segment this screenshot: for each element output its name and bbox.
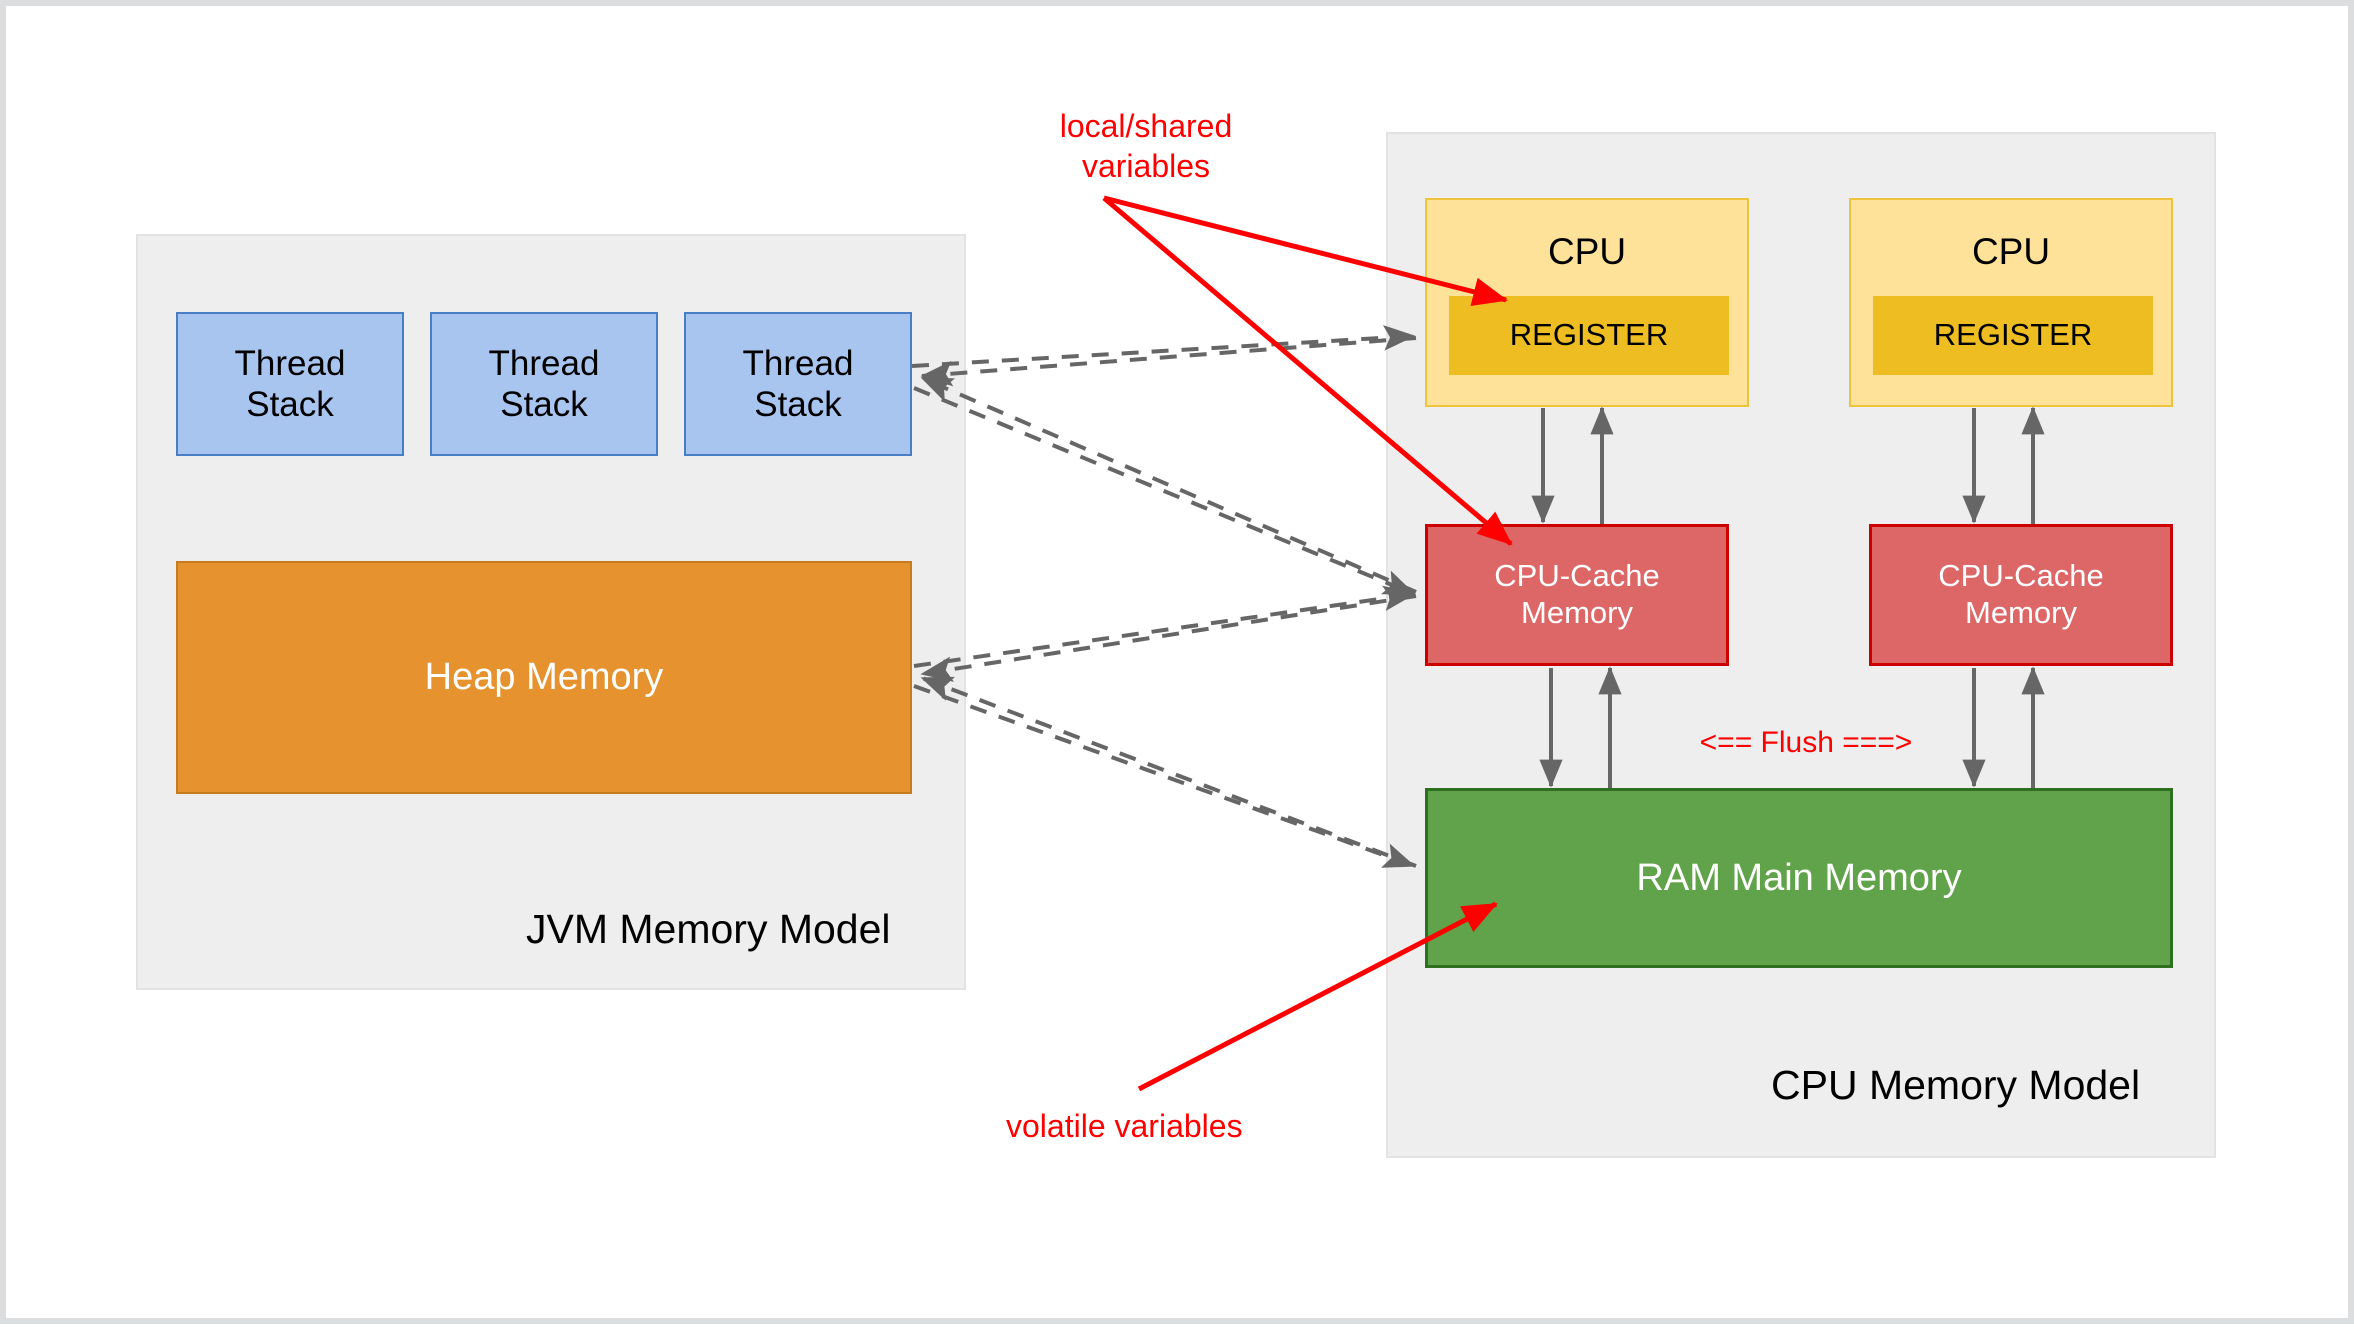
register-label-2: REGISTER — [1933, 317, 2093, 353]
cpu-box-1: CPU REGISTER — [1425, 198, 1749, 407]
register-box-1: REGISTER — [1449, 296, 1729, 375]
thread-stack-box-3: Thread Stack — [684, 312, 912, 456]
cpu-label-2: CPU — [1971, 231, 2051, 272]
ram-main-memory-box: RAM Main Memory — [1425, 788, 2173, 968]
jvm-panel-title: JVM Memory Model — [526, 906, 891, 952]
dashed-connector-heap-ram — [913, 676, 1417, 868]
volatile-variables-label: volatile variables — [1006, 1108, 1243, 1144]
thread-stack-box-1: Thread Stack — [176, 312, 404, 456]
local-shared-variables-label: local/shared variables — [1059, 108, 1233, 184]
cpu-panel-title: CPU Memory Model — [1771, 1062, 2141, 1108]
cpu-cache-memory-box-1: CPU-Cache Memory — [1425, 524, 1729, 666]
register-box-2: REGISTER — [1873, 296, 2153, 375]
cpu-cache-memory-box-2: CPU-Cache Memory — [1869, 524, 2173, 666]
dashed-connector-threadstack-register — [911, 325, 1417, 387]
ram-main-memory-label: RAM Main Memory — [1636, 856, 1962, 899]
thread-stack-label-3: Thread Stack — [742, 343, 854, 424]
cpu-cache-label-1: CPU-Cache Memory — [1494, 558, 1660, 630]
thread-stack-box-2: Thread Stack — [430, 312, 658, 456]
cpu-label-1: CPU — [1547, 231, 1627, 272]
thread-stack-label-1: Thread Stack — [234, 343, 346, 424]
flush-label: <== Flush ===> — [1699, 726, 1913, 759]
dashed-connector-threadstack-cache — [913, 376, 1417, 596]
cpu-cache-label-2: CPU-Cache Memory — [1938, 558, 2104, 630]
cpu-box-2: CPU REGISTER — [1849, 198, 2173, 407]
register-label-1: REGISTER — [1509, 317, 1669, 353]
heap-memory-box: Heap Memory — [176, 561, 912, 794]
dashed-connector-heap-cache — [913, 585, 1417, 682]
thread-stack-label-2: Thread Stack — [488, 343, 600, 424]
heap-memory-label: Heap Memory — [424, 656, 664, 699]
